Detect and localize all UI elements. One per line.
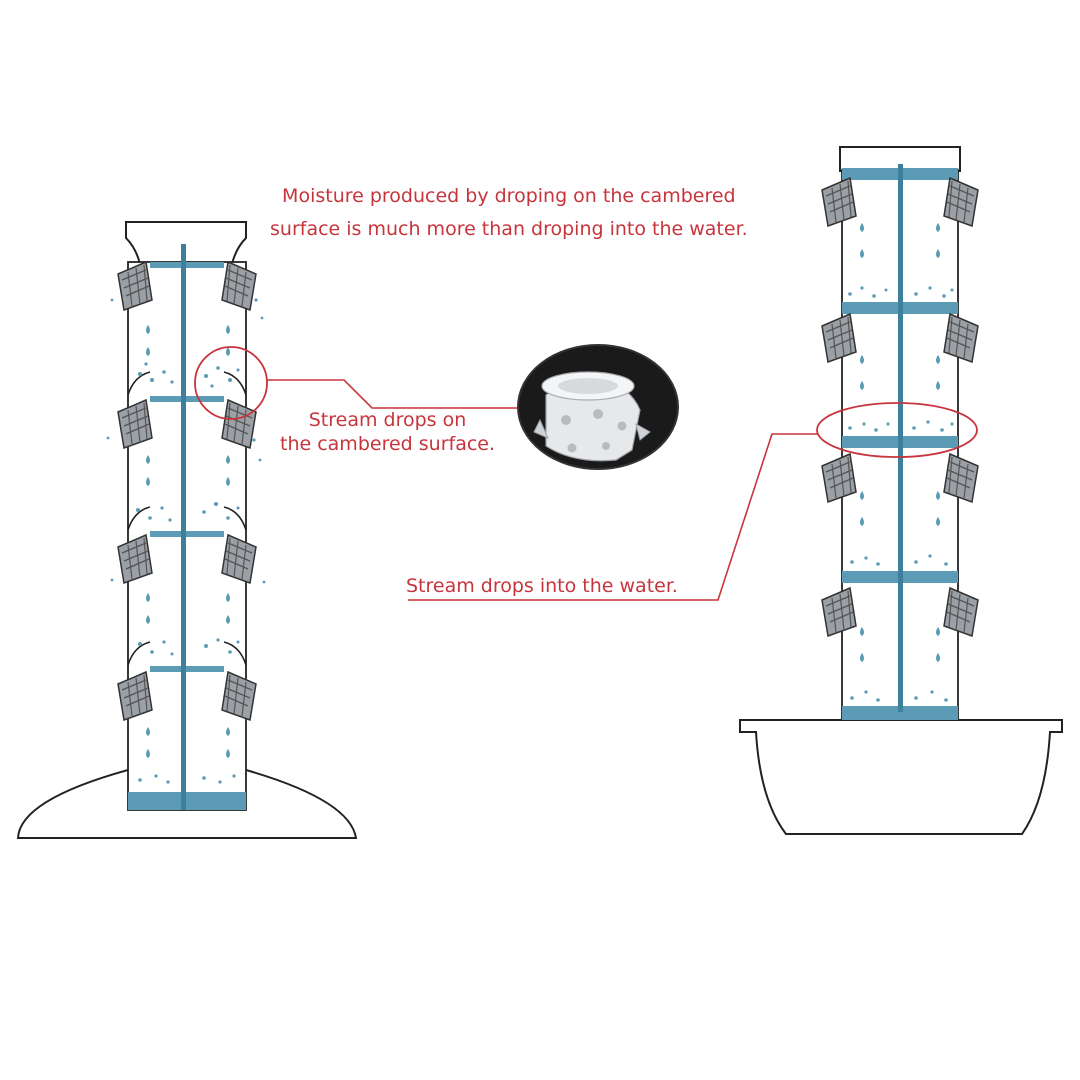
cambered-annotation-line1: Stream drops on xyxy=(308,409,467,431)
left-tower-highlight-circle xyxy=(194,346,268,420)
right-tower-splash-mist xyxy=(848,286,954,702)
right-tower-highlight-ellipse xyxy=(816,402,978,458)
moisture-annotation: Moisture produced by droping on the camb… xyxy=(270,180,748,246)
moisture-annotation-line2: surface is much more than droping into t… xyxy=(270,218,748,240)
closeup-segment-part xyxy=(533,371,651,462)
moisture-annotation-line1: Moisture produced by droping on the camb… xyxy=(282,185,736,207)
cambered-annotation: Stream drops on the cambered surface. xyxy=(280,408,495,456)
right-tower-center-pipe xyxy=(898,164,903,712)
cambered-surface-closeup xyxy=(517,344,679,470)
cambered-callout-line xyxy=(267,379,520,409)
into-water-annotation: Stream drops into the water. xyxy=(406,575,678,597)
left-tower xyxy=(16,221,358,839)
left-tower-center-pipe xyxy=(181,244,186,810)
right-tower-basin xyxy=(739,719,1063,835)
left-tower-cambered-joints xyxy=(127,371,247,666)
into-water-callout-line xyxy=(408,433,818,601)
right-tower xyxy=(739,146,1063,835)
left-tower-splash-mist xyxy=(106,298,266,784)
left-tower-water-bands xyxy=(128,262,246,810)
cambered-annotation-line2: the cambered surface. xyxy=(280,433,496,455)
